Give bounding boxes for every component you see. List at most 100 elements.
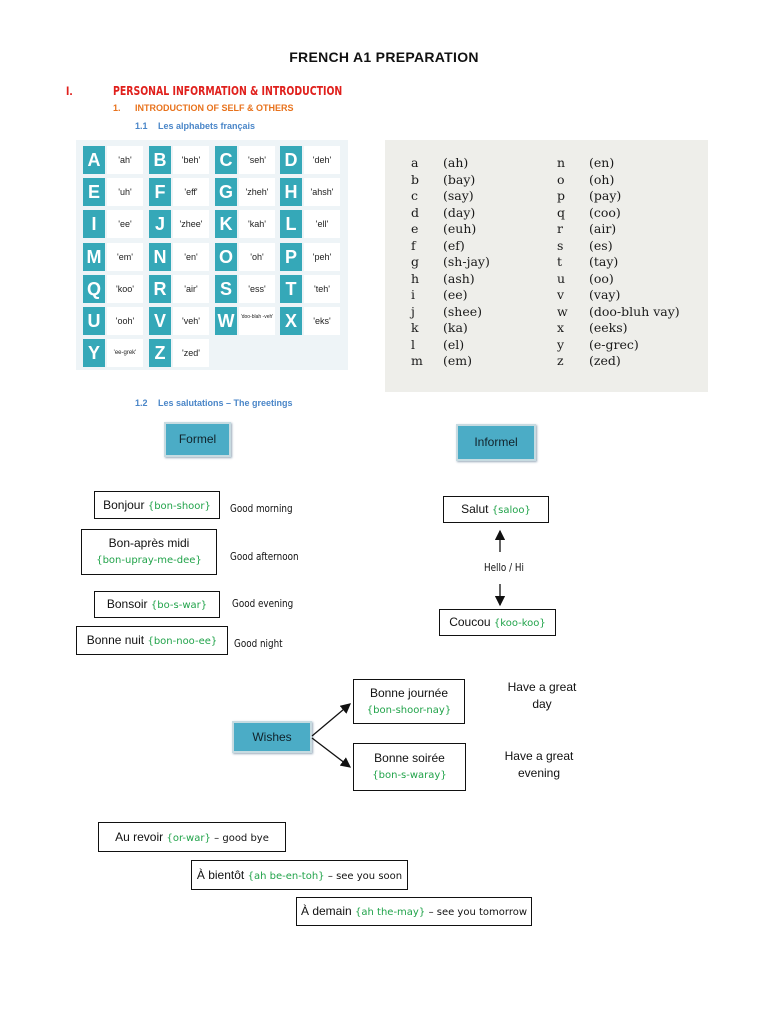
alphabet-card-k: K'kah' — [215, 210, 277, 238]
alphabet-card-pronunciation: 'ee' — [107, 210, 143, 238]
alphabet-scan-letter: y — [557, 336, 565, 352]
alphabet-card-letter: O — [215, 243, 237, 271]
greeting-pronunciation: {koo-koo} — [493, 618, 546, 629]
alphabet-card-pronunciation: 'eks' — [304, 307, 340, 335]
section-title: PERSONAL INFORMATION & INTRODUCTION — [113, 84, 343, 98]
alphabet-card-letter: R — [149, 275, 171, 303]
greeting-translation: Good afternoon — [230, 550, 299, 563]
alphabet-card-n: N'en' — [149, 243, 211, 271]
greeting-salut: Salut {saloo} — [443, 496, 549, 523]
alphabet-card-letter: M — [83, 243, 105, 271]
alphabet-card-pronunciation: 'en' — [173, 243, 209, 271]
alphabet-scan-letter: k — [411, 320, 419, 335]
alphabet-card-letter: C — [215, 146, 237, 174]
alphabet-scan-letter: d — [411, 204, 420, 220]
alphabet-scan-letter: t — [557, 254, 563, 269]
alphabet-card-letter: Z — [149, 339, 171, 367]
alphabet-scan-pronunciation: (el) — [443, 336, 465, 352]
alphabet-card-w: W'doo-blah -veh' — [215, 307, 277, 335]
alphabet-card-pronunciation: 'ess' — [239, 275, 275, 303]
alphabet-card-letter: J — [149, 210, 171, 238]
greeting-translation: Good night — [234, 637, 283, 650]
alphabet-card-t: T'teh' — [280, 275, 342, 303]
goodbye-translation: – see you tomorrow — [428, 907, 528, 918]
alphabet-card-pronunciation: 'zheh' — [239, 178, 275, 206]
alphabet-card-letter: K — [215, 210, 237, 238]
alphabet-card-letter: L — [280, 210, 302, 238]
alphabet-card-pronunciation: 'deh' — [304, 146, 340, 174]
alphabet-card-g: G'zheh' — [215, 178, 277, 206]
alphabet-scan-letter: r — [557, 221, 563, 236]
alphabet-card-letter: N — [149, 243, 171, 271]
greeting-bonsoir: Bonsoir {bo-s-war} — [94, 591, 220, 618]
alphabet-scan-pronunciation: (em) — [443, 353, 473, 368]
alphabet-card-i: I'ee' — [83, 210, 145, 238]
wish-french: Bonne journée — [369, 686, 449, 700]
alphabet-scan-pronunciation: (bay) — [443, 171, 476, 187]
alphabet-scan-pronunciation: (coo) — [589, 204, 621, 220]
alphabet-card-letter: X — [280, 307, 302, 335]
alphabet-card-letter: F — [149, 178, 171, 206]
page-title: FRENCH A1 PREPARATION — [289, 49, 479, 65]
alphabet-card-letter: I — [83, 210, 105, 238]
alphabet-card-f: F'eff' — [149, 178, 211, 206]
alphabet-card-letter: W — [215, 307, 237, 335]
alphabet-scan-pronunciation: (zed) — [589, 353, 621, 368]
alphabet-card-q: Q'koo' — [83, 275, 145, 303]
goodbye-translation: – see you soon — [327, 871, 403, 882]
arrow-to-soiree-icon — [311, 737, 352, 768]
alphabet-card-letter: T — [280, 275, 302, 303]
greeting-translation: Good evening — [232, 597, 294, 610]
alphabet-scan-letter: u — [557, 270, 566, 286]
wish-pronunciation: {bon-s-waray} — [372, 770, 447, 781]
alphabet-card-pronunciation: 'ahsh' — [304, 178, 340, 206]
alphabet-card-x: X'eks' — [280, 307, 342, 335]
greeting-pronunciation: {bon-noo-ee} — [147, 636, 218, 647]
alphabet-card-letter: H — [280, 178, 302, 206]
alphabet-scan-letter: j — [411, 303, 415, 319]
alphabet-card-v: V'veh' — [149, 307, 211, 335]
alphabet-card-pronunciation: 'koo' — [107, 275, 143, 303]
subsection-number: 1. — [113, 103, 121, 113]
alphabet-scan-letter: s — [557, 237, 564, 253]
alphabet-scan-letter: f — [411, 237, 416, 253]
greetings-heading: Les salutations – The greetings — [158, 398, 293, 408]
greeting-pronunciation: {bon-shoor} — [147, 501, 211, 512]
alphabet-scan-letter: z — [557, 353, 564, 368]
alphabet-card-pronunciation: 'zhee' — [173, 210, 209, 238]
alphabet-card-l: L'ell' — [280, 210, 342, 238]
alphabet-card-a: A'ah' — [83, 146, 145, 174]
alphabet-scan-pronunciation: (ash) — [443, 270, 475, 286]
alphabet-card-pronunciation: 'peh' — [304, 243, 340, 271]
alphabet-card-grid: A'ah'B'beh'C'seh'D'deh'E'uh'F'eff'G'zheh… — [76, 140, 348, 370]
alphabet-card-letter: U — [83, 307, 105, 335]
alphabet-card-s: S'ess' — [215, 275, 277, 303]
alphabet-scan-pronunciation: (ee) — [443, 287, 468, 302]
greeting-french: Bonne nuit — [86, 633, 145, 647]
alphabet-card-pronunciation: 'eff' — [173, 178, 209, 206]
alphabet-scan-pronunciation: (oh) — [589, 171, 615, 187]
alphabet-scan-letter: b — [411, 171, 420, 187]
alphabet-card-pronunciation: 'beh' — [173, 146, 209, 174]
alphabet-scan-letter: m — [411, 353, 423, 368]
alphabet-scan-letter: a — [411, 155, 419, 170]
alphabet-scan-pronunciation: (en) — [589, 155, 615, 170]
alphabet-card-pronunciation: 'ooh' — [107, 307, 143, 335]
arrow-to-journee-icon — [311, 703, 351, 737]
goodbye-a-bientot: À bientôt {ah be-en-toh} – see you soon — [191, 860, 408, 890]
alphabet-card-pronunciation: 'air' — [173, 275, 209, 303]
alphabet-scan-pronunciation: (sh-jay) — [443, 254, 490, 269]
goodbye-french: À bientôt — [196, 868, 245, 882]
goodbye-au-revoir: Au revoir {or-war} – good bye — [98, 822, 286, 852]
alphabet-scan-pronunciation: (ef) — [443, 237, 465, 253]
greeting-translation: Good morning — [230, 502, 293, 515]
alphabet-scan-letter: c — [411, 188, 419, 203]
alphabet-card-letter: Y — [83, 339, 105, 367]
alphabet-card-letter: V — [149, 307, 171, 335]
greetings-heading-number: 1.2 — [135, 398, 148, 408]
alphabet-card-letter: B — [149, 146, 171, 174]
informal-meaning: Hello / Hi — [484, 561, 524, 574]
wish-translation: Have a great day — [507, 680, 577, 711]
goodbye-translation: – good bye — [214, 833, 269, 844]
alphabet-scan-pronunciation: (pay) — [589, 188, 622, 203]
